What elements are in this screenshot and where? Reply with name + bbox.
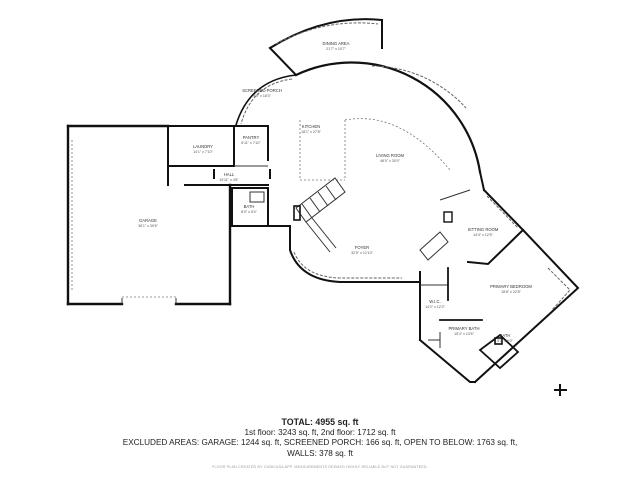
room-dimensions: 18'1" x 27'8" bbox=[301, 130, 321, 134]
room-dimensions: 19'11" x 4'8" bbox=[219, 178, 239, 182]
floor-areas: 1st floor: 3243 sq. ft, 2nd floor: 1712 … bbox=[244, 427, 396, 437]
room-dimensions: 6'11" x 7'10" bbox=[241, 141, 261, 145]
room-dimensions: 18'8" x 22'8" bbox=[501, 290, 521, 294]
room-dimensions: 14'4" x 12'5" bbox=[473, 233, 493, 237]
room-label-pantry: PANTRY 6'11" x 7'10" bbox=[241, 135, 261, 145]
room-name: BATH bbox=[244, 204, 255, 209]
room-name: HALL bbox=[224, 172, 235, 177]
room-label-primary-bath: PRIMARY BATH 15'4" x 13'6" bbox=[449, 326, 480, 336]
floor-plan: DINING AREA 21'7" x 10'7" SCREENED PORCH… bbox=[66, 18, 580, 396]
primary-suite-walls bbox=[404, 170, 580, 384]
room-dimensions: 32'5" x 12'10" bbox=[351, 251, 373, 255]
room-dimensions: 36'1" x 39'6" bbox=[138, 224, 158, 228]
room-label-screened-porch: SCREENED PORCH 9'9" x 18'3" bbox=[242, 88, 282, 98]
room-dimensions: 14'1" x 7'10" bbox=[193, 150, 213, 154]
room-label-dining: DINING AREA 21'7" x 10'7" bbox=[323, 41, 350, 51]
room-name: LAUNDRY bbox=[193, 144, 213, 149]
room-dimensions: 46'0" x 30'0" bbox=[380, 159, 400, 163]
room-label-hall: HALL 19'11" x 4'8" bbox=[219, 172, 239, 182]
room-name: GARAGE bbox=[139, 218, 157, 223]
garage-walls bbox=[66, 124, 232, 306]
room-dimensions: 9'9" x 18'3" bbox=[253, 94, 271, 98]
misc-wall-marks bbox=[213, 169, 567, 396]
room-label-bath: BATH 8'0" x 5'4" bbox=[241, 204, 257, 214]
room-label-primary-bedroom: PRIMARY BEDROOM 18'8" x 22'8" bbox=[490, 284, 532, 294]
area-summary: TOTAL: 4955 sq. ft 1st floor: 3243 sq. f… bbox=[0, 417, 640, 473]
room-dimensions: 5'3" x 6'0" bbox=[497, 339, 513, 343]
foyer-walls bbox=[267, 177, 406, 283]
room-label-kitchen: KITCHEN 18'1" x 27'8" bbox=[301, 124, 321, 134]
room-name: PRIMARY BATH bbox=[449, 326, 480, 331]
service-wing-walls bbox=[167, 125, 269, 227]
room-label-foyer: FOYER 32'5" x 12'10" bbox=[351, 245, 373, 255]
room-name: DINING AREA bbox=[323, 41, 350, 46]
room-name: BATH bbox=[500, 333, 511, 338]
room-labels: DINING AREA 21'7" x 10'7" SCREENED PORCH… bbox=[138, 41, 532, 343]
room-name: SITTING ROOM bbox=[468, 227, 499, 232]
total-area: TOTAL: 4955 sq. ft bbox=[281, 417, 359, 427]
room-name: PRIMARY BEDROOM bbox=[490, 284, 532, 289]
great-room-walls bbox=[234, 18, 482, 181]
room-name: W.I.C. bbox=[429, 299, 440, 304]
room-label-garage: GARAGE 36'1" x 39'6" bbox=[138, 218, 158, 228]
room-label-laundry: LAUNDRY 14'1" x 7'10" bbox=[193, 144, 214, 154]
room-name: SCREENED PORCH bbox=[242, 88, 282, 93]
room-dimensions: 14'2" x 12'2" bbox=[425, 305, 445, 309]
disclaimer: FLOOR PLAN CREATED BY CUBICASA APP. MEAS… bbox=[212, 465, 428, 469]
room-name: LIVING ROOM bbox=[376, 153, 404, 158]
room-label-bath-2: BATH 5'3" x 6'0" bbox=[497, 333, 513, 343]
walls-area: WALLS: 378 sq. ft bbox=[287, 448, 353, 458]
room-dimensions: 21'7" x 10'7" bbox=[326, 47, 346, 51]
room-name: PANTRY bbox=[243, 135, 260, 140]
room-name: FOYER bbox=[355, 245, 369, 250]
room-label-living-room: LIVING ROOM 46'0" x 30'0" bbox=[376, 153, 404, 163]
room-dimensions: 8'0" x 5'4" bbox=[241, 210, 257, 214]
room-dimensions: 15'4" x 13'6" bbox=[454, 332, 474, 336]
room-label-wic: W.I.C. 14'2" x 12'2" bbox=[425, 299, 445, 309]
room-name: KITCHEN bbox=[302, 124, 320, 129]
excluded-areas: EXCLUDED AREAS: GARAGE: 1244 sq. ft, SCR… bbox=[122, 438, 518, 447]
room-label-sitting-room: SITTING ROOM 14'4" x 12'5" bbox=[468, 227, 499, 237]
